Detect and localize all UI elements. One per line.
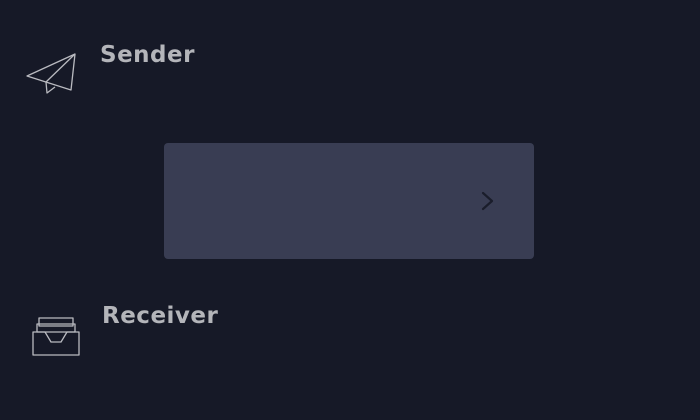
receiver-label: Receiver — [102, 303, 219, 329]
sender-label: Sender — [100, 42, 195, 68]
inbox-tray-icon — [32, 317, 80, 356]
arrow-right-icon — [188, 191, 494, 211]
transfer-panel — [164, 143, 534, 259]
paper-plane-icon — [26, 53, 76, 94]
